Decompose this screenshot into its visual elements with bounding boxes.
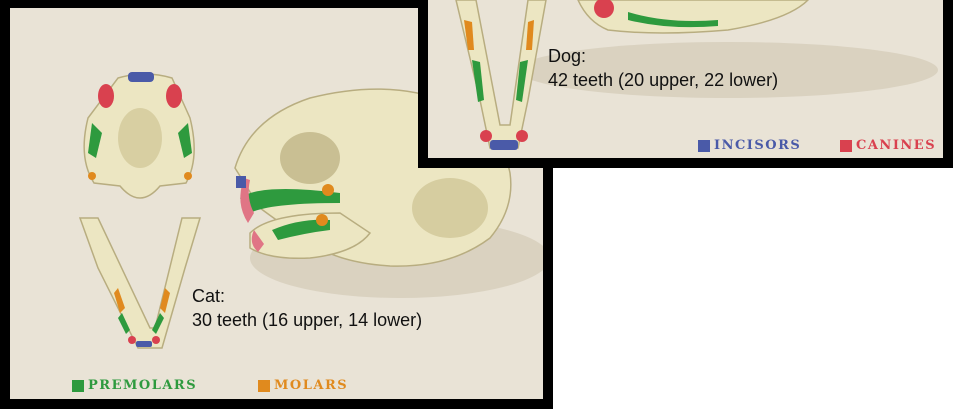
legend-canines: CANINES [840,138,936,153]
cat-caption-title: Cat: [192,284,422,308]
legend-incisors-label: INCISORS [714,138,801,153]
cat-lower-jaw [80,218,200,348]
cat-upper-canine-left [98,84,114,108]
cat-upper-incisors [128,72,154,82]
dog-panel: Dog: 42 teeth (20 upper, 22 lower) INCIS… [418,0,953,168]
dog-lower-jaw [456,0,546,150]
premolars-swatch [72,380,84,392]
dog-caption-title: Dog: [548,44,778,68]
cat-caption: Cat: 30 teeth (16 upper, 14 lower) [192,284,422,333]
incisors-swatch [698,140,710,152]
molars-swatch [258,380,270,392]
legend-canines-label: CANINES [856,138,936,153]
legend-incisors: INCISORS [698,138,801,153]
cat-upper-jaw [84,72,194,198]
dog-caption: Dog: 42 teeth (20 upper, 22 lower) [548,44,778,93]
legend-premolars: PREMOLARS [72,378,197,393]
canines-swatch [840,140,852,152]
dog-skull-side-view [578,0,808,33]
legend-molars: MOLARS [258,378,348,393]
cat-caption-detail: 30 teeth (16 upper, 14 lower) [192,308,422,332]
legend-molars-label: MOLARS [274,378,348,393]
dog-caption-detail: 42 teeth (20 upper, 22 lower) [548,68,778,92]
legend-premolars-label: PREMOLARS [88,378,197,393]
cat-upper-canine-right [166,84,182,108]
